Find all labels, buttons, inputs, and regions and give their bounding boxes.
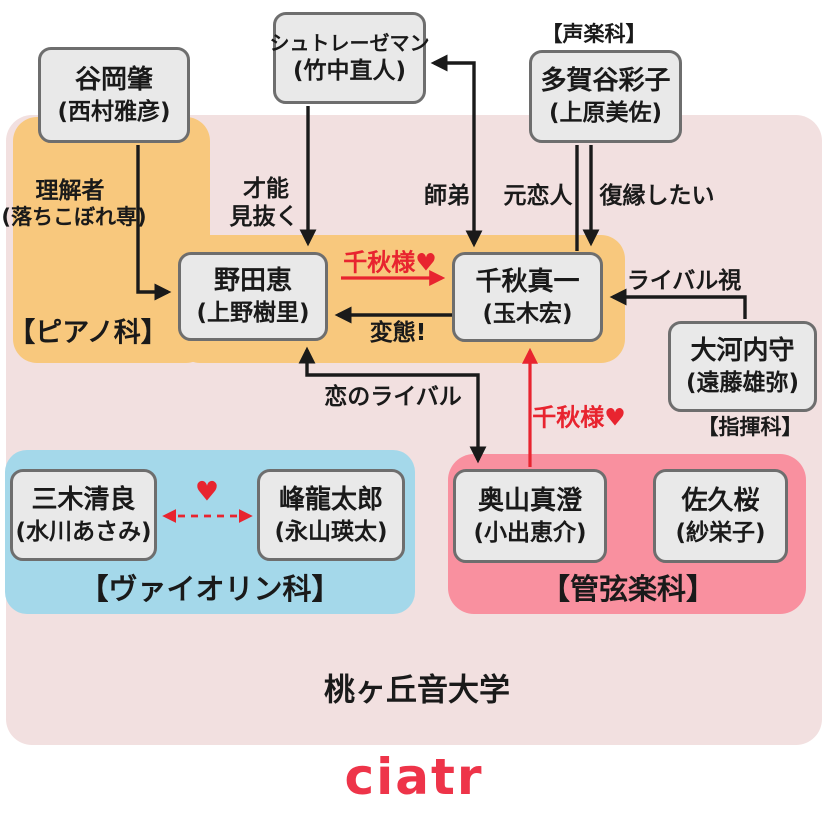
character-name: 野田恵 (213, 266, 292, 297)
character-box-stresemann: シュトレーゼマン (竹中直人) (270, 12, 430, 104)
section-label-conducting: 【指揮科】 (697, 415, 803, 439)
character-name: シュトレーゼマン (269, 30, 430, 55)
heart-icon: ♥ (194, 476, 220, 508)
relation-label-rikaisha-note: (落ちこぼれ専) (1, 205, 147, 229)
character-name: 佐久桜 (681, 485, 760, 516)
section-label-vocal: 【声楽科】 (541, 22, 647, 46)
relation-label-shitei: 師弟 (424, 183, 470, 209)
character-name: 奥山真澄 (477, 485, 582, 516)
section-label-piano: 【ピアノ科】 (8, 317, 168, 349)
character-box-saku: 佐久桜 (紗栄子) (653, 469, 788, 563)
character-box-okochi: 大河内守 (遠藤雄弥) (668, 321, 817, 412)
section-label-violin: 【ヴァイオリン科】 (79, 572, 341, 606)
character-actor: (上原美佐) (548, 100, 663, 127)
character-name: 千秋真一 (475, 266, 580, 297)
character-box-miki: 三木清良 (水川あさみ) (10, 469, 157, 561)
character-actor: (上野樹里) (196, 300, 310, 327)
character-box-tanioka: 谷岡肇 (西村雅彦) (38, 47, 190, 143)
character-actor: (遠藤雄弥) (685, 370, 800, 397)
character-box-chiaki: 千秋真一 (玉木宏) (452, 252, 603, 342)
character-actor: (紗栄子) (675, 519, 766, 546)
character-box-okuyama: 奥山真澄 (小出恵介) (453, 469, 607, 563)
character-name: 峰龍太郎 (278, 484, 383, 515)
character-actor: (小出恵介) (473, 519, 587, 546)
character-actor: (水川あさみ) (15, 518, 152, 545)
relation-label-koi-no-rival: 恋のライバル (324, 384, 462, 410)
character-name: 大河内守 (690, 336, 795, 367)
character-actor: (竹中直人) (292, 58, 407, 85)
character-actor: (玉木宏) (482, 300, 573, 327)
relation-label-hentai: 変態! (369, 320, 427, 346)
ciatr-logo: ciatr (344, 748, 484, 806)
character-actor: (永山瑛太) (274, 518, 388, 545)
character-name: 多賀谷彩子 (540, 66, 671, 97)
relation-label-rikaisha: 理解者 (35, 178, 105, 204)
character-box-noda: 野田恵 (上野樹里) (178, 252, 328, 341)
character-box-mine: 峰龍太郎 (永山瑛太) (257, 469, 405, 561)
relation-label-rival-shi: ライバル視 (626, 268, 742, 294)
character-actor: (西村雅彦) (57, 98, 171, 125)
relation-label-fukuen: 復縁したい (599, 183, 715, 209)
relation-label-chiaki-sama-noda: 千秋様♥ (343, 248, 437, 277)
character-box-tagaya: 多賀谷彩子 (上原美佐) (529, 50, 682, 143)
section-label-orchestra: 【管弦楽科】 (540, 572, 716, 606)
university-title: 桃ヶ丘音大学 (324, 672, 510, 709)
relation-label-sainou-line1: 才能 (243, 176, 289, 202)
relation-label-chiaki-sama-okuyama: 千秋様♥ (532, 403, 626, 432)
relation-label-sainou-line2: 見抜く (229, 204, 299, 230)
character-name: 谷岡肇 (74, 64, 153, 95)
character-name: 三木清良 (31, 484, 136, 515)
relation-label-moto-koibito: 元恋人 (503, 183, 573, 209)
